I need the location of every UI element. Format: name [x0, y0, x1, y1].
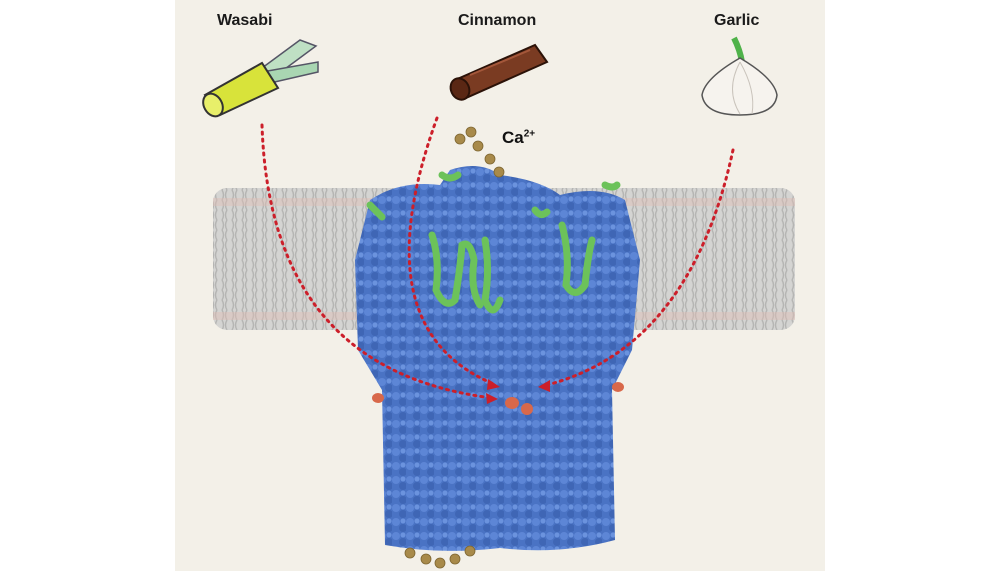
wasabi-label: Wasabi [217, 12, 273, 29]
activation-arrows [260, 116, 735, 400]
binding-sites [372, 382, 624, 415]
calcium-charge: 2+ [523, 128, 536, 140]
garlic-label: Garlic [714, 12, 760, 29]
arrowheads [486, 379, 550, 404]
garlic-icon [701, 36, 778, 116]
wasabi-icon [202, 39, 319, 118]
ligand-binding-helices [366, 171, 621, 314]
cinnamon-icon [449, 43, 549, 101]
trpa1-channel-protein [355, 166, 640, 551]
calcium-label: Ca2+ [502, 128, 535, 148]
calcium-symbol: Ca [502, 128, 524, 147]
cinnamon-label: Cinnamon [458, 12, 537, 29]
calcium-ions [404, 126, 505, 569]
